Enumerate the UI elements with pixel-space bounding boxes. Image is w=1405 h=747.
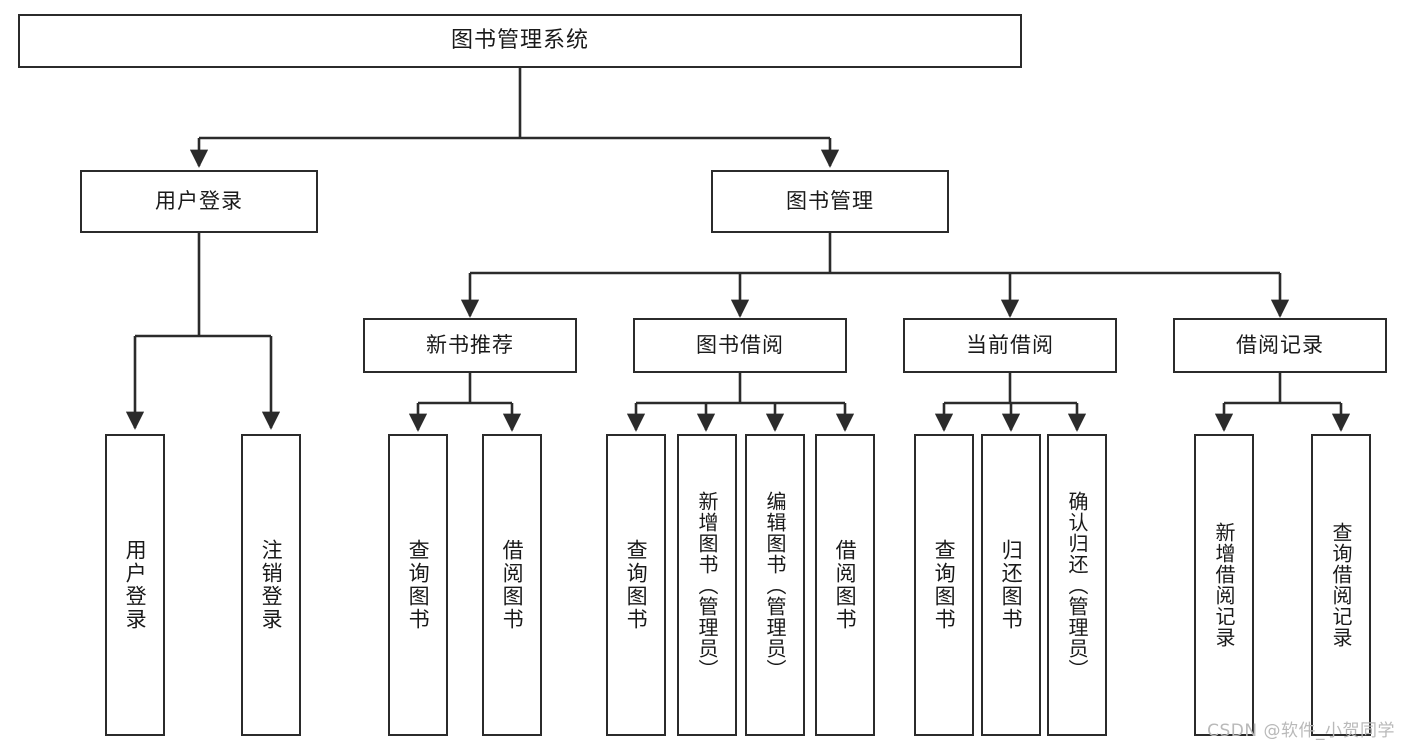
node-leaf-edit-book-label: 编辑图书（管理员） [763, 490, 787, 680]
node-user-login-label: 用户登录 [155, 188, 243, 213]
node-leaf-add-record[interactable]: 新增借阅记录 [1194, 434, 1254, 736]
node-book-borrow-label: 图书借阅 [696, 332, 784, 357]
node-leaf-query-book-3[interactable]: 查询图书 [914, 434, 974, 736]
node-borrow-record-label: 借阅记录 [1236, 332, 1324, 357]
node-book-manage[interactable]: 图书管理 [711, 170, 949, 233]
node-leaf-user-logout-label: 注销登录 [259, 539, 284, 631]
node-leaf-query-book-1-label: 查询图书 [406, 539, 431, 631]
node-new-book-recommend[interactable]: 新书推荐 [363, 318, 577, 373]
node-leaf-query-book-1[interactable]: 查询图书 [388, 434, 448, 736]
node-leaf-edit-book[interactable]: 编辑图书（管理员） [745, 434, 805, 736]
node-current-borrow-label: 当前借阅 [966, 332, 1054, 357]
node-leaf-query-book-3-label: 查询图书 [932, 539, 957, 631]
node-book-manage-label: 图书管理 [786, 188, 874, 213]
node-leaf-borrow-book-2[interactable]: 借阅图书 [815, 434, 875, 736]
node-leaf-return-book-label: 归还图书 [999, 539, 1024, 631]
node-leaf-query-book-2-label: 查询图书 [624, 539, 649, 631]
node-leaf-query-record-label: 查询借阅记录 [1329, 522, 1353, 648]
node-leaf-confirm-return[interactable]: 确认归还（管理员） [1047, 434, 1107, 736]
node-leaf-return-book[interactable]: 归还图书 [981, 434, 1041, 736]
node-leaf-borrow-book-1-label: 借阅图书 [500, 539, 525, 631]
node-leaf-query-record[interactable]: 查询借阅记录 [1311, 434, 1371, 736]
node-leaf-user-login[interactable]: 用户登录 [105, 434, 165, 736]
node-leaf-add-book-label: 新增图书（管理员） [695, 490, 719, 680]
node-leaf-borrow-book-2-label: 借阅图书 [833, 539, 858, 631]
node-leaf-query-book-2[interactable]: 查询图书 [606, 434, 666, 736]
node-leaf-confirm-return-label: 确认归还（管理员） [1065, 490, 1089, 680]
node-borrow-record[interactable]: 借阅记录 [1173, 318, 1387, 373]
node-leaf-borrow-book-1[interactable]: 借阅图书 [482, 434, 542, 736]
node-leaf-add-record-label: 新增借阅记录 [1212, 522, 1236, 648]
node-book-borrow[interactable]: 图书借阅 [633, 318, 847, 373]
node-root-system[interactable]: 图书管理系统 [18, 14, 1022, 68]
node-leaf-user-login-label: 用户登录 [123, 539, 148, 631]
node-current-borrow[interactable]: 当前借阅 [903, 318, 1117, 373]
node-leaf-add-book[interactable]: 新增图书（管理员） [677, 434, 737, 736]
node-leaf-user-logout[interactable]: 注销登录 [241, 434, 301, 736]
csdn-watermark: CSDN @软件_小贺同学 [1207, 721, 1395, 741]
node-new-book-recommend-label: 新书推荐 [426, 332, 514, 357]
node-root-label: 图书管理系统 [450, 27, 589, 53]
node-user-login[interactable]: 用户登录 [80, 170, 318, 233]
